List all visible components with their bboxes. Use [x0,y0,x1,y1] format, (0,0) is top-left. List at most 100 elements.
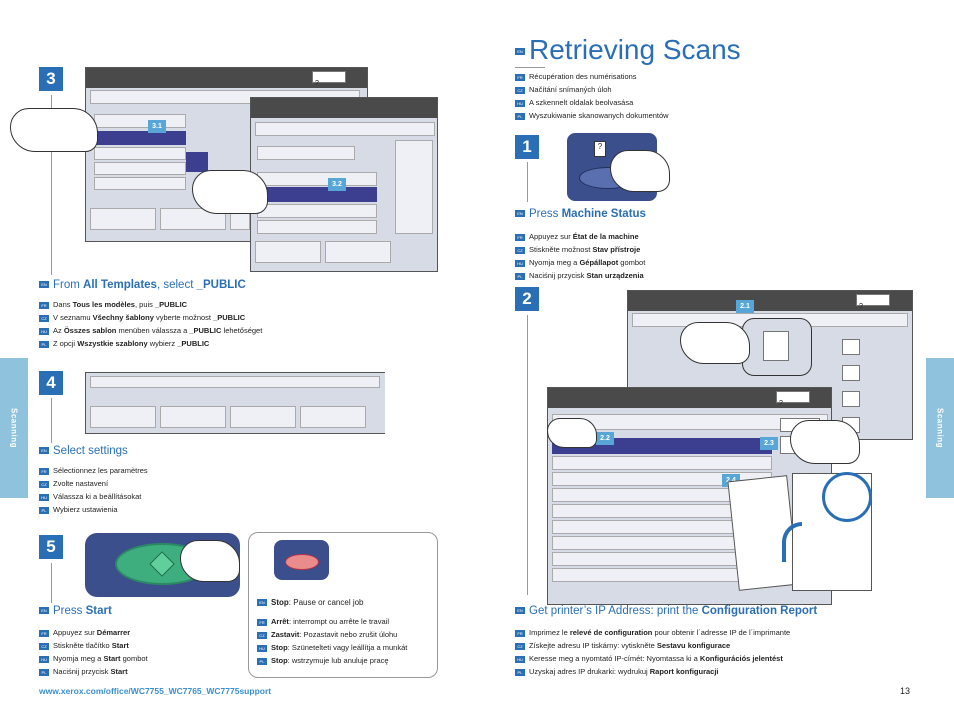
text: , select [156,279,197,291]
template-list-item [94,177,186,190]
lang-flag: EN [515,48,525,56]
text: , puis [134,300,155,309]
divider [527,162,528,202]
text: Naciśnij przycisk [529,271,587,280]
text: Uzyskaj adres IP drukarki: wydrukuj [529,667,650,676]
template-list-item [94,162,186,175]
text: gombot [120,654,148,663]
template-dropdown [94,114,186,128]
text: Tous les modèles [72,300,135,309]
pointing-hand-icon [180,540,240,582]
text: : interrompt ou arrête le travail [288,617,389,626]
setting-button [230,406,296,428]
text: Stop [271,643,288,652]
lang-flag: FR [39,629,49,637]
tools-icon [842,339,860,355]
text: Start [110,667,128,676]
setting-button [90,406,156,428]
text: État de la machine [572,232,639,241]
supplies-icon [842,391,860,407]
template-list-item [94,147,186,160]
text: Start [111,641,129,650]
step1-pl: PL Naciśnij przycisk Stan urządzenia [515,269,644,282]
setting-button [160,406,226,428]
step5-heading: EN Press Start [39,605,112,617]
text: Select settings [53,445,128,457]
page-number: 13 [900,686,911,696]
callout-2-2: 2.2 [596,432,614,445]
machine-status-icon: ? [594,141,606,157]
lang-flag: PL [39,506,49,514]
lang-flag: EN [39,607,49,615]
template-list-item [94,131,186,145]
setting-button [300,406,366,428]
pointing-hand-icon [680,322,750,364]
side-panel [395,140,433,234]
pointing-hand-icon [790,420,860,464]
text: Sestavu konfigurace [656,641,731,650]
lang-flag: EN [257,599,267,607]
text: Retrieving Scans [529,34,741,65]
side-tab-label: Scanning [9,407,19,449]
text: Démarrer [96,628,131,637]
lang-flag: FR [39,467,49,475]
side-tab-left: Scanning [0,358,28,498]
text: Nyomja meg a [53,654,104,663]
text: Az [53,326,64,335]
page-title: EN Retrieving Scans [515,34,741,66]
setting-button [90,208,156,230]
lang-flag: CZ [39,314,49,322]
callout-2-1: 2.1 [736,300,754,313]
document-icon [763,331,789,361]
step4-fr: FR Sélectionnez les paramètres [39,464,148,477]
lang-flag: HU [515,259,525,267]
lang-flag: PL [515,272,525,280]
text: Stan urządzenia [586,271,644,280]
step-4-number: 4 [39,371,63,395]
text: menüben válassza a [116,326,190,335]
template-list-item [257,220,377,234]
lang-flag: CZ [39,642,49,650]
text: Stav přístroje [592,245,641,254]
lang-flag: PL [515,112,525,120]
text: Start [85,605,112,617]
text: Press [53,605,86,617]
lang-flag: PL [39,668,49,676]
lang-flag: PL [515,668,525,676]
template-list-bg [186,152,208,172]
lang-flag: EN [39,281,49,289]
lang-flag: FR [257,618,267,626]
footer-url[interactable]: www.xerox.com/office/WC7755_WC7765_WC777… [39,686,272,696]
lang-flag: CZ [257,631,267,639]
screen-topbar [548,388,831,408]
divider [527,315,528,595]
arrow-icon [782,522,802,562]
text: Összes sablon [63,326,117,335]
text: relevé de configuration [569,628,653,637]
text: Stiskněte tlačítko [53,641,112,650]
lang-flag: CZ [515,86,525,94]
text: Sélectionnez les paramètres [53,466,148,475]
text: Keresse meg a nyomtató IP-címét: Nyomtas… [529,654,700,663]
text: _PUBLIC [189,326,222,335]
lang-flag: EN [515,607,525,615]
text: pour obtenir l´adresse IP de l´imprimant… [652,628,791,637]
text: : Pause or cancel job [288,598,364,607]
step5-cz: CZ Stiskněte tlačítko Start [39,639,129,652]
help-button: ? [312,71,346,87]
title-underline [515,67,545,68]
text: Zvolte nastavení [53,479,109,488]
text: _PUBLIC [155,300,188,309]
